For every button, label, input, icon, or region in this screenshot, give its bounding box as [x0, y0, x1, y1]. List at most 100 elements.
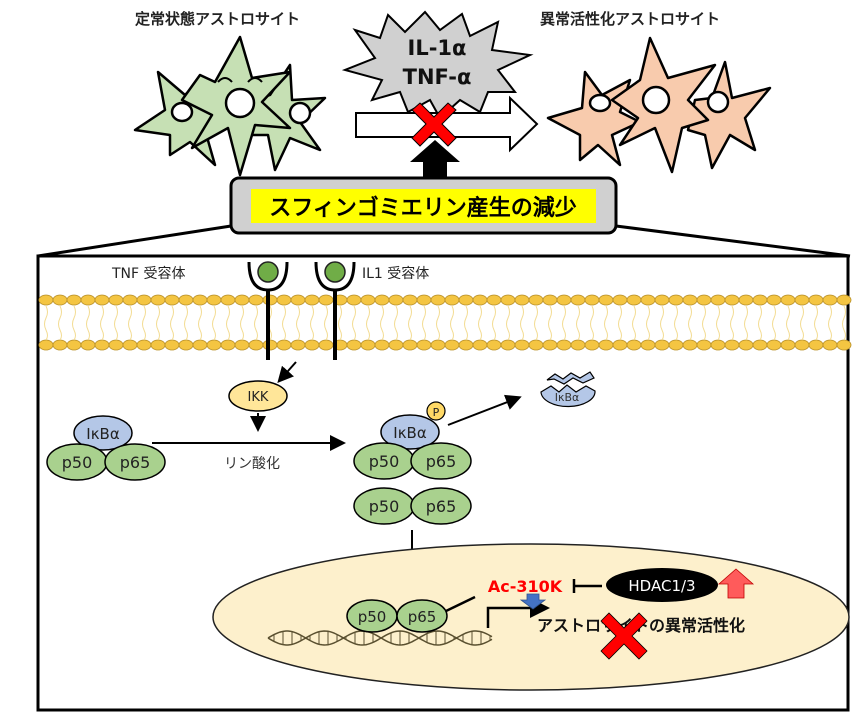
- lipid-tail: [184, 305, 188, 341]
- phosphate-mark: P: [433, 406, 440, 419]
- lipid-head: [794, 339, 810, 351]
- lipid-tail: [730, 305, 734, 341]
- lipid-head: [150, 294, 166, 306]
- hdac-label: HDAC1/3: [628, 577, 695, 595]
- lipid-tail: [422, 305, 426, 341]
- lipid-tail: [254, 305, 258, 341]
- lipid-head: [388, 339, 404, 351]
- lipid-head: [150, 339, 166, 351]
- cytokine-burst: IL-1α TNF-α: [341, 10, 534, 120]
- lipid-tail: [380, 305, 384, 341]
- lipid-head: [528, 339, 544, 351]
- lipid-tail: [772, 305, 776, 341]
- lipid-head: [178, 294, 194, 306]
- zoom-line-left: [37, 224, 232, 258]
- lipid-head: [164, 294, 180, 306]
- astrocyte-right: [686, 60, 772, 170]
- lipid-head: [738, 339, 754, 351]
- lipid-tail: [492, 305, 496, 341]
- lipid-head: [318, 294, 334, 306]
- hdac-node: [606, 568, 718, 602]
- lipid-head: [38, 339, 54, 351]
- lipid-head: [94, 339, 110, 351]
- lipid-head: [416, 339, 432, 351]
- lipid-head: [430, 339, 446, 351]
- il1-receptor-label: IL1 受容体: [362, 265, 429, 282]
- lipid-head: [192, 339, 208, 351]
- dna-helix: [267, 630, 493, 646]
- lipid-head: [458, 294, 474, 306]
- up-arrow-icon: [410, 140, 460, 178]
- lipid-head: [444, 339, 460, 351]
- lipid-head: [542, 294, 558, 306]
- down-arrow-icon: [519, 593, 547, 610]
- lipid-head: [458, 339, 474, 351]
- lipid-tail: [296, 305, 300, 341]
- astrocyte-left: [546, 70, 642, 167]
- lipid-head: [626, 339, 642, 351]
- lipid-head: [486, 294, 502, 306]
- lipid-head: [346, 339, 362, 351]
- lipid-head: [724, 339, 740, 351]
- lipid-head: [136, 294, 152, 306]
- lipid-head: [836, 339, 852, 351]
- lipid-tail: [534, 305, 538, 341]
- il1-receptor: [314, 261, 356, 360]
- lipid-head: [640, 294, 656, 306]
- banner-highlight: [251, 189, 596, 223]
- lipid-tail: [786, 305, 790, 341]
- lipid-head: [556, 294, 572, 306]
- normal-astrocytes: [133, 35, 327, 177]
- banner-title: スフィンゴミエリン産生の減少: [269, 195, 577, 221]
- lipid-head: [206, 339, 222, 351]
- phosphorylation-label: リン酸化: [224, 456, 280, 472]
- lipid-head: [220, 294, 236, 306]
- lipid-head: [822, 339, 838, 351]
- lipid-head: [430, 294, 446, 306]
- lipid-head: [94, 294, 110, 306]
- lipid-head: [164, 339, 180, 351]
- lipid-head: [836, 294, 852, 306]
- lipid-head: [416, 294, 432, 306]
- acetyl-site-label: Ac-310K: [488, 577, 563, 596]
- lipid-head: [500, 294, 516, 306]
- lipid-head: [752, 339, 768, 351]
- lipid-tail: [548, 305, 552, 341]
- lipid-tail: [72, 305, 76, 341]
- lipid-tail: [660, 305, 664, 341]
- lipid-head: [682, 339, 698, 351]
- lipid-head: [388, 294, 404, 306]
- lipid-tail: [436, 305, 440, 341]
- lipid-tail: [618, 305, 622, 341]
- lipid-tail: [716, 305, 720, 341]
- lipid-head: [668, 339, 684, 351]
- lipid-tail: [478, 305, 482, 341]
- transcription-arrow: [486, 598, 550, 628]
- lipid-head: [528, 294, 544, 306]
- p50-label: p50: [358, 608, 387, 626]
- lipid-tail: [310, 305, 314, 341]
- lipid-head: [290, 294, 306, 306]
- lipid-head: [80, 339, 96, 351]
- degraded-ikba-label: IκBα: [555, 391, 580, 404]
- lipid-head: [402, 294, 418, 306]
- lipid-tail: [464, 305, 468, 341]
- zoom-line-right: [615, 224, 851, 258]
- activated-astrocytes: [546, 36, 772, 174]
- lipid-head: [500, 339, 516, 351]
- lipid-tail: [828, 305, 832, 341]
- nucleus: [212, 543, 850, 691]
- lipid-head: [668, 294, 684, 306]
- lipid-tail: [842, 305, 846, 341]
- lipid-head: [178, 339, 194, 351]
- lipid-head: [136, 339, 152, 351]
- lipid-head: [696, 339, 712, 351]
- p65-label: p65: [408, 608, 437, 626]
- lipid-head: [276, 339, 292, 351]
- lipid-tail: [282, 305, 286, 341]
- lipid-tail: [324, 305, 328, 341]
- lipid-head: [752, 294, 768, 306]
- lipid-tail: [688, 305, 692, 341]
- lipid-tail: [198, 305, 202, 341]
